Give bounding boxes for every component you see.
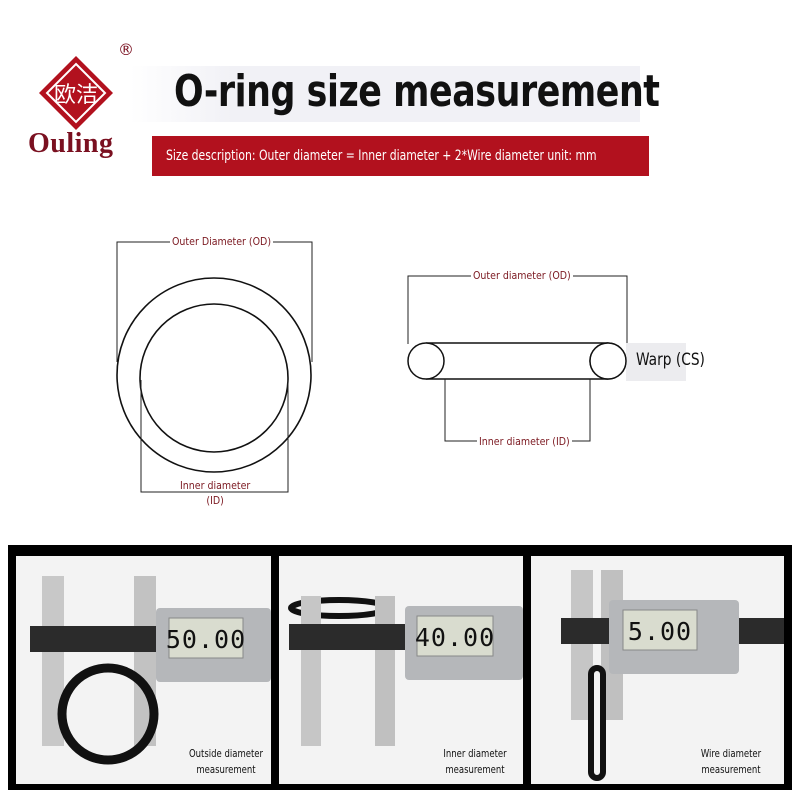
od-label-right: Outer diameter (OD)	[471, 270, 573, 282]
id-label-left: Inner diameter (ID)	[178, 479, 252, 509]
od-bracket-right	[407, 275, 628, 344]
caliper-jaw	[301, 596, 321, 746]
photo-caption: Inner diameter measurement	[430, 746, 520, 778]
subtitle-bar: Size description: Outer diameter = Inner…	[152, 136, 649, 176]
title-band	[130, 66, 640, 122]
lcd-reading: 40.00	[415, 623, 495, 652]
photo-wire-diameter: 5.00 Wire diameter measurement	[531, 556, 784, 784]
caliper-illustration: 50.00	[16, 556, 271, 784]
id-label-right: Inner diameter (ID)	[477, 436, 572, 448]
caption-line2: measurement	[196, 764, 256, 776]
id-bracket-left	[140, 380, 289, 493]
photo-outer-diameter: 50.00 Outside diameter measurement	[16, 556, 271, 784]
caption-line2: measurement	[701, 764, 761, 776]
caption-line2: measurement	[445, 764, 505, 776]
caliper-illustration: 5.00	[531, 556, 784, 784]
cs-label: Warp (CS)	[636, 350, 705, 370]
caliper-illustration: 40.00	[279, 556, 523, 784]
lcd-reading: 50.00	[166, 625, 246, 654]
caption-line1: Wire diameter	[700, 748, 762, 760]
lcd-screen	[168, 617, 244, 659]
subtitle-text: Size description: Outer diameter = Inner…	[166, 148, 597, 164]
caliper-jaw	[375, 596, 395, 746]
oring-photo	[588, 665, 606, 781]
oring-inner-edge	[139, 303, 289, 453]
oring-outer-edge	[116, 277, 312, 473]
photo-caption: Outside diameter measurement	[181, 746, 271, 778]
page-title: O-ring size measurement	[174, 66, 660, 117]
photo-inner-diameter: 40.00 Inner diameter measurement	[279, 556, 523, 784]
brand-name: Ouling	[28, 128, 114, 159]
caption-line1: Inner diameter	[443, 748, 507, 760]
lcd-reading: 5.00	[628, 617, 692, 646]
id-bracket-right	[444, 379, 591, 442]
logo-glyphs: 欧洁	[54, 83, 98, 108]
caliper-jaw	[42, 576, 64, 746]
lcd-screen	[416, 615, 494, 657]
caption-line1: Outside diameter	[188, 748, 264, 760]
lcd-screen	[622, 609, 698, 651]
od-label-left: Outer Diameter (OD)	[170, 236, 274, 248]
cs-label-band	[626, 343, 686, 381]
registered-mark: ®	[118, 40, 134, 59]
brand-logo: 欧洁	[33, 50, 119, 136]
caliper-jaw	[571, 570, 593, 720]
id-label-line2: (ID)	[206, 495, 224, 507]
od-bracket-left	[116, 241, 313, 362]
photo-caption: Wire diameter measurement	[686, 746, 776, 778]
oring-diagrams	[116, 241, 686, 493]
oring-photo	[57, 663, 159, 765]
id-label-line1: Inner diameter	[180, 480, 251, 492]
